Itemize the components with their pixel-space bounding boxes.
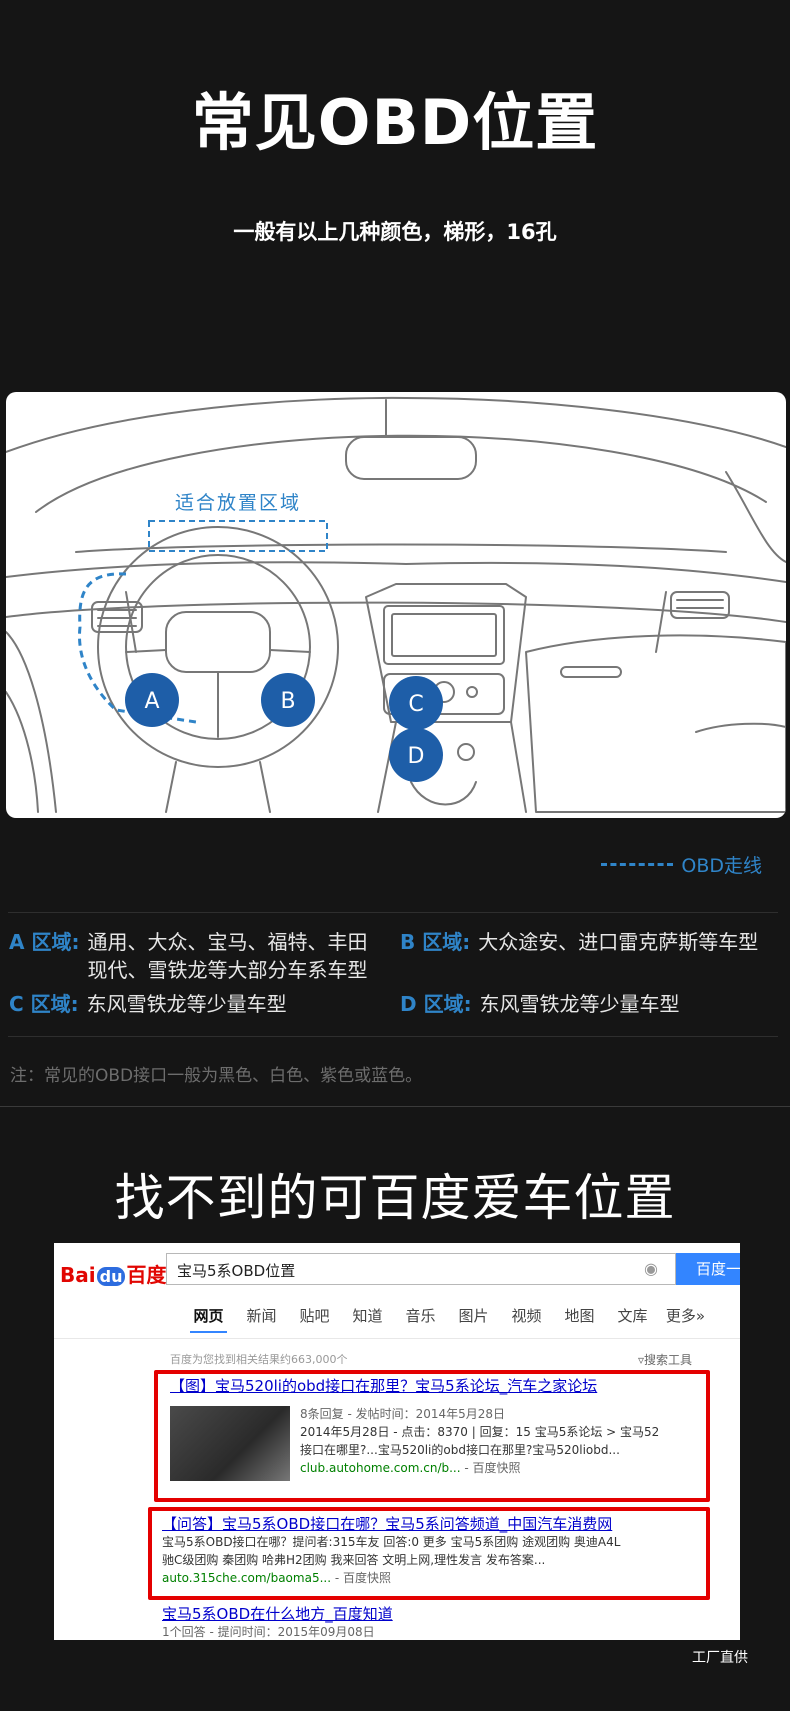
zone-d-text: 东风雪铁龙等少量车型 xyxy=(479,992,680,1016)
section1-subtitle: 一般有以上几种颜色，梯形，16孔 xyxy=(233,220,557,244)
result-1-thumbnail[interactable] xyxy=(170,1406,290,1481)
tab-map[interactable]: 地图 xyxy=(564,1307,595,1325)
zone-b-text: 大众途安、进口雷克萨斯等车型 xyxy=(478,930,759,954)
section2-title: 找不到的可百度爱车位置 xyxy=(114,1169,676,1227)
tab-wenku[interactable]: 文库 xyxy=(617,1307,648,1325)
marker-d xyxy=(389,728,443,782)
search-input[interactable]: 宝马5系OBD位置 xyxy=(166,1253,676,1285)
marker-c xyxy=(389,676,443,730)
zone-b: B 区域: 大众途安、进口雷克萨斯等车型 xyxy=(400,928,780,956)
tab-images[interactable]: 图片 xyxy=(458,1307,489,1325)
result-2-title[interactable]: 【问答】宝马5系OBD接口在哪？宝马5系问答频道_中国汽车消费网 xyxy=(162,1515,613,1533)
result-1: 【图】宝马520li的obd接口在那里？宝马5系论坛_汽车之家论坛 xyxy=(170,1377,700,1395)
result-2-snapshot[interactable]: - 百度快照 xyxy=(334,1571,392,1585)
result-1-url[interactable]: club.autohome.com.cn/b... xyxy=(300,1461,461,1475)
result-1-snapshot[interactable]: - 百度快照 xyxy=(464,1461,521,1475)
marker-a xyxy=(125,673,179,727)
highlight-box-2 xyxy=(148,1507,710,1600)
tab-music[interactable]: 音乐 xyxy=(405,1307,436,1325)
zone-b-label: B 区域: xyxy=(400,930,471,954)
tab-more[interactable]: 更多» xyxy=(665,1307,706,1325)
zone-d-label: D 区域: xyxy=(400,992,472,1016)
tab-video[interactable]: 视频 xyxy=(511,1307,542,1325)
result-1-body: 8条回复 - 发帖时间：2014年5月28日 2014年5月28日 - 点击：8… xyxy=(300,1407,660,1475)
divider xyxy=(8,1036,778,1037)
car-interior-illustration: A B C D 适合放置区域 xyxy=(6,396,786,813)
tab-zhidao[interactable]: 知道 xyxy=(352,1307,383,1325)
section-separator xyxy=(0,1106,790,1107)
section1-title: 常见OBD位置 xyxy=(191,86,599,159)
search-tabs: 网页 新闻 贴吧 知道 音乐 图片 视频 地图 文库 更多» xyxy=(182,1305,712,1333)
zone-a-text: 通用、大众、宝马、福特、丰田现代、雪铁龙等大部分车系车型 xyxy=(87,930,368,982)
zone-a-label: A 区域: xyxy=(9,930,80,954)
zone-c: C 区域: 东风雪铁龙等少量车型 xyxy=(9,990,381,1018)
camera-icon[interactable]: ◉ xyxy=(644,1259,658,1278)
car-interior-diagram: A B C D 适合放置区域 xyxy=(6,392,786,818)
marker-c-label: C xyxy=(408,692,423,717)
tab-divider xyxy=(54,1338,740,1339)
legend-label: OBD走线 xyxy=(681,855,762,877)
result-2-url[interactable]: auto.315che.com/baoma5... xyxy=(162,1571,332,1585)
paw-icon: du xyxy=(96,1267,126,1286)
result-3-title[interactable]: 宝马5系OBD在什么地方_百度知道 xyxy=(162,1605,393,1623)
tab-tieba[interactable]: 贴吧 xyxy=(299,1307,330,1325)
result-3: 宝马5系OBD在什么地方_百度知道 1个回答 - 提问时间：2015年09月08… xyxy=(162,1605,702,1640)
footer-label: 工厂直供 xyxy=(692,1650,748,1666)
legend-obd-wiring: OBD走线 xyxy=(601,851,762,878)
marker-b xyxy=(261,673,315,727)
result-count: 百度为您找到相关结果约663,000个 xyxy=(170,1353,348,1366)
filter-icon: ▿ xyxy=(638,1353,645,1367)
search-button[interactable]: 百度一下 xyxy=(676,1253,740,1285)
zone-a: A 区域: 通用、大众、宝马、福特、丰田现代、雪铁龙等大部分车系车型 xyxy=(9,928,381,984)
tab-web[interactable]: 网页 xyxy=(182,1305,235,1333)
divider xyxy=(8,912,778,913)
placement-zone-label: 适合放置区域 xyxy=(175,492,301,514)
highlight-box-1 xyxy=(154,1370,710,1502)
marker-a-label: A xyxy=(144,689,159,714)
search-tools[interactable]: ▿搜索工具 xyxy=(638,1353,693,1367)
marker-b-label: B xyxy=(280,689,295,714)
result-2: 【问答】宝马5系OBD接口在哪？宝马5系问答频道_中国汽车消费网 宝马5系OBD… xyxy=(162,1515,702,1587)
marker-d-label: D xyxy=(408,744,425,769)
dashed-line-icon xyxy=(601,863,674,866)
zone-c-label: C 区域: xyxy=(9,992,79,1016)
zone-c-text: 东风雪铁龙等少量车型 xyxy=(86,992,287,1016)
tab-news[interactable]: 新闻 xyxy=(246,1307,277,1325)
result-1-title[interactable]: 【图】宝马520li的obd接口在那里？宝马5系论坛_汽车之家论坛 xyxy=(170,1377,598,1395)
zone-d: D 区域: 东风雪铁龙等少量车型 xyxy=(400,990,780,1018)
note-text: 注：常见的OBD接口一般为黑色、白色、紫色或蓝色。 xyxy=(10,1066,423,1086)
